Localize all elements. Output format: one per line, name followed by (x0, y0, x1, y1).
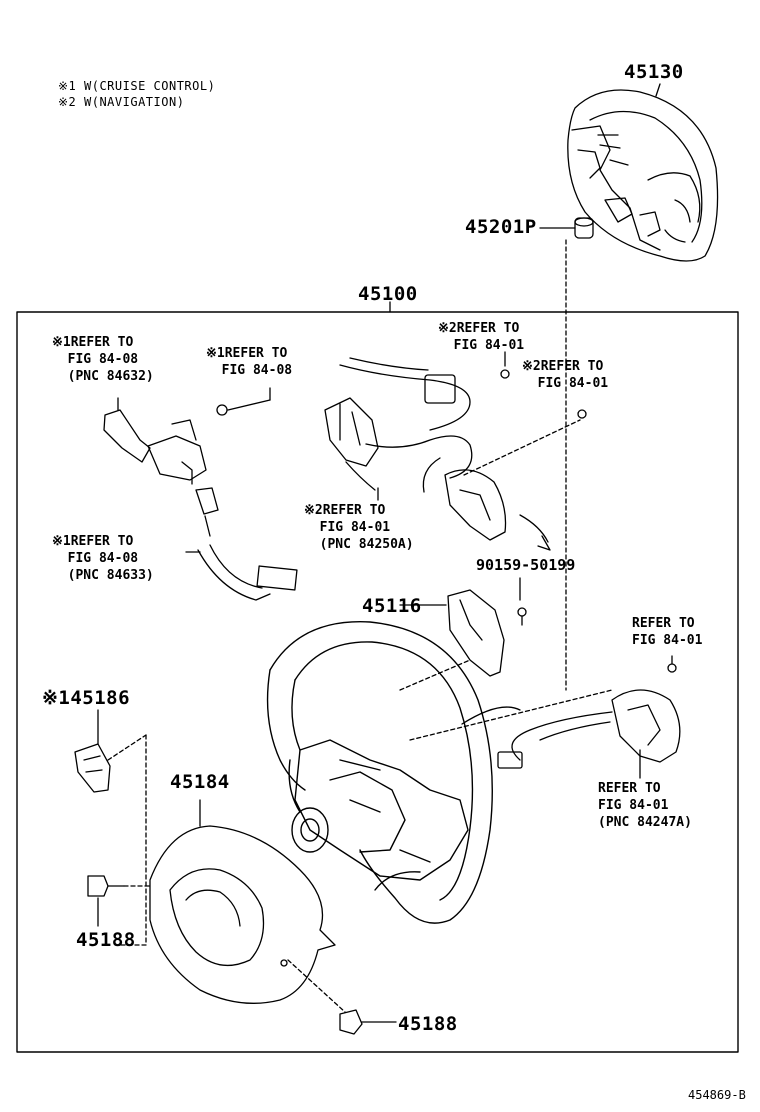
right-wheel-switch (409, 655, 681, 779)
part-number-45184: 45184 (170, 771, 230, 793)
bolt-45188-left (87, 875, 151, 927)
navigation-switch-left (324, 357, 473, 501)
part-number-45116: 45116 (362, 595, 422, 617)
steering-wheel-45100 (266, 621, 493, 924)
legend-note-2: ※2 W(NAVIGATION) (58, 95, 185, 109)
refer-to-fig-84-08: ※1REFER TO FIG 84-08 (206, 346, 293, 378)
cover-45184 (149, 799, 346, 1013)
navigation-switch-right (444, 351, 587, 551)
assembly-frame (16, 311, 739, 1053)
refer-to-fig-84-01-right: ※2REFER TO FIG 84-01 (522, 359, 609, 391)
airbag-module-45130 (567, 83, 719, 262)
nut-45201p (539, 217, 594, 691)
refer-to-fig-84-01-wheel: REFER TO FIG 84-01 (632, 616, 703, 648)
part-number-45130: 45130 (624, 61, 684, 83)
part-number-45201p: 45201P (465, 216, 537, 238)
bolt-45188-bottom (339, 1009, 397, 1035)
part-number-45188-left: 45188 (76, 929, 136, 951)
part-number-45186: ※145186 (42, 687, 131, 709)
refer-to-fig-84-01-pnc-84250a: ※2REFER TO FIG 84-01 (PNC 84250A) (304, 503, 414, 552)
part-number-90159-50199: 90159-50199 (476, 556, 576, 574)
refer-to-fig-84-08-pnc-84632: ※1REFER TO FIG 84-08 (PNC 84632) (52, 335, 154, 384)
cruise-switch-assembly (103, 387, 298, 601)
refer-to-fig-84-01-top: ※2REFER TO FIG 84-01 (438, 321, 525, 353)
part-number-45188-bottom: 45188 (398, 1013, 458, 1035)
clip-45186 (74, 709, 147, 946)
part-number-45100: 45100 (358, 283, 418, 305)
drawing-code: 454869-B (688, 1088, 746, 1102)
refer-to-fig-84-08-pnc-84633: ※1REFER TO FIG 84-08 (PNC 84633) (52, 534, 154, 583)
refer-to-fig-84-01-pnc-84247a: REFER TO FIG 84-01 (PNC 84247A) (598, 781, 692, 830)
legend-note-1: ※1 W(CRUISE CONTROL) (58, 79, 216, 93)
